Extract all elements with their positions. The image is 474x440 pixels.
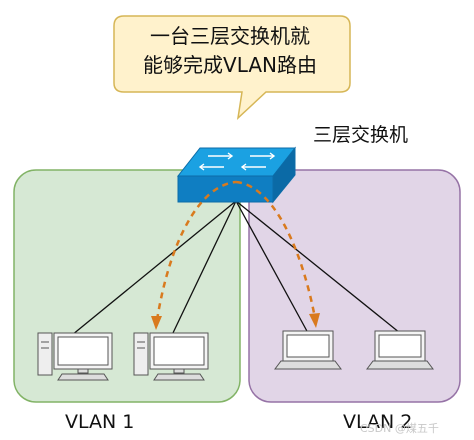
routing-arrows (155, 180, 317, 321)
desktop-pc-icon (37, 332, 113, 381)
laptop-icon (274, 330, 342, 370)
layer3-switch-icon (176, 146, 297, 204)
callout-text: 一台三层交换机就 能够完成VLAN路由 (112, 22, 348, 80)
callout-line-2: 能够完成VLAN路由 (143, 53, 317, 77)
desktop-pc-icon (133, 332, 209, 381)
callout-line-1: 一台三层交换机就 (150, 24, 310, 48)
vlan2-label: VLAN 2 (343, 411, 413, 433)
switch-label: 三层交换机 (313, 124, 409, 146)
route-arrowhead-vlan1 (151, 316, 162, 330)
vlan1-label: VLAN 1 (65, 411, 135, 433)
network-links (71, 200, 401, 336)
callout-bubble (113, 15, 351, 121)
watermark: CSDN @煤五千 (360, 422, 439, 435)
route-arrowhead-vlan2 (309, 313, 320, 328)
laptop-icon (366, 330, 434, 370)
